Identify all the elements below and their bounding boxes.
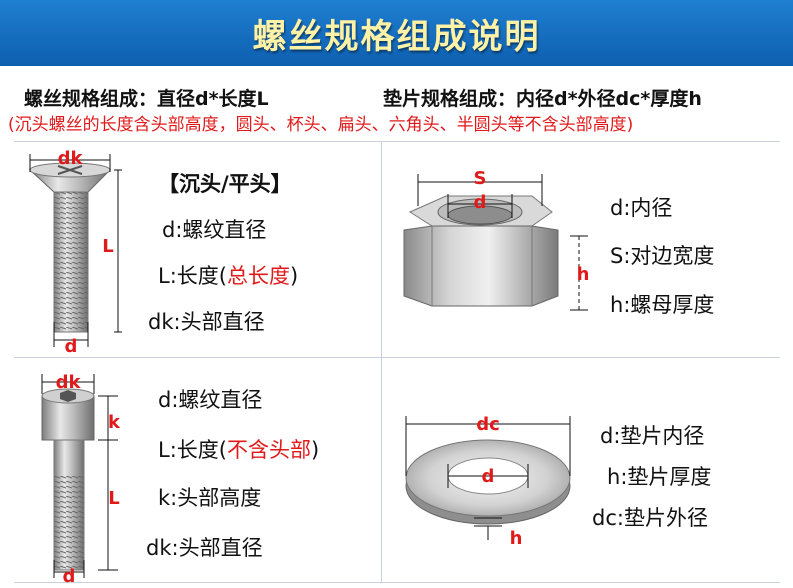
hex-nut-figure: S d h [403,168,590,311]
nut-side-face [403,225,559,307]
washer-item-d: d:垫片内径 [600,424,705,448]
dim-d-label: d [474,192,487,213]
dim-L-label: L [102,236,113,257]
countersunk-item-dk: dk:头部直径 [148,310,265,334]
dim-d-label: d [482,466,495,487]
countersunk-heading: 【沉头/平头】 [158,172,292,196]
page-title: 螺丝规格组成说明 [252,16,541,57]
divider-bottom [14,582,780,583]
socket-item-k: k:头部高度 [158,486,262,510]
countersunk-item-d: d:螺纹直径 [162,218,267,242]
washer-item-dc: dc:垫片外径 [592,506,708,530]
length-note: (沉头螺丝的长度含头部高度，圆头、杯头、扁头、六角头、半圆头等不含头部高度) [8,115,634,135]
dim-L-label: L [108,488,119,509]
socket-item-L: L:长度(不含头部) [158,438,320,462]
washer-spec-text: 垫片规格组成：内径d*外径dc*厚度h [383,88,702,110]
dim-k-label: k [108,412,121,433]
divider-top [14,141,780,142]
countersunk-screw-figure: dk L d [28,148,122,356]
washer-item-h: h:垫片厚度 [607,465,712,489]
dim-dk-label: dk [56,372,82,393]
socket-screw-figure: dk k L d [41,372,121,584]
dim-dc-label: dc [476,414,500,435]
washer-figure: dc d h [405,414,571,549]
dim-S-label: S [474,168,487,189]
socket-item-d: d:螺纹直径 [158,388,263,412]
nut-item-S: S:对边宽度 [610,244,715,268]
dim-h-label: h [510,528,523,549]
nut-item-d: d:内径 [610,196,673,220]
dim-d-label: d [63,566,76,584]
dim-d-label: d [65,336,78,356]
nut-item-h: h:螺母厚度 [610,293,715,317]
divider-middle [14,357,780,358]
dim-h-label: h [577,264,590,285]
screw-spec-text: 螺丝规格组成：直径d*长度L [24,88,269,110]
title-banner: 螺丝规格组成说明 [0,0,793,66]
divider-vertical [381,141,382,582]
dim-dk-label: dk [58,148,84,169]
countersunk-item-L: L:长度(总长度) [158,264,299,288]
socket-item-dk: dk:头部直径 [146,536,263,560]
